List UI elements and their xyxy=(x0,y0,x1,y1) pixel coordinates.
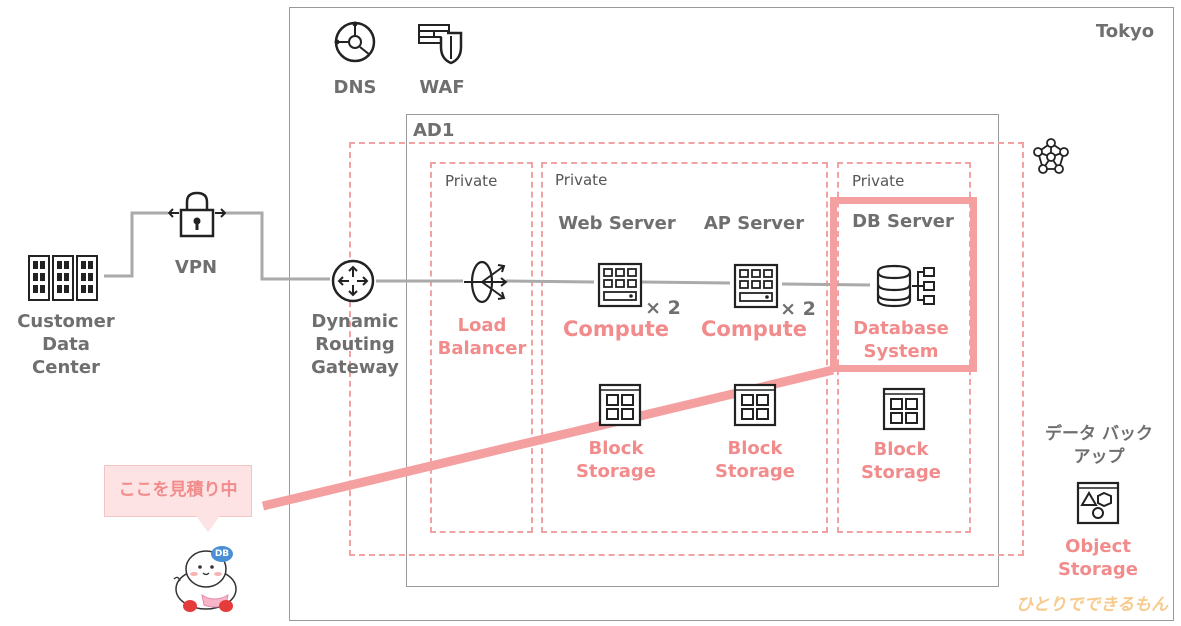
waf-icon xyxy=(417,19,465,65)
db-block-storage-label: Block Storage xyxy=(860,439,942,483)
subnet-lb-label: Private xyxy=(445,172,498,190)
datacenter-icon xyxy=(27,254,99,302)
waf-label: WAF xyxy=(419,77,465,98)
line-datacenter-vpn xyxy=(104,211,168,278)
ad-label: AD1 xyxy=(413,120,455,141)
region-tokyo xyxy=(289,7,1174,621)
callout-tail xyxy=(196,516,220,532)
datacenter-label: Customer Data Center xyxy=(17,311,115,378)
subnet-lb xyxy=(430,162,533,533)
subnet-app xyxy=(541,162,828,533)
web-compute-icon xyxy=(597,262,643,308)
load-balancer-label: Load Balancer xyxy=(437,315,527,359)
ap-compute-label: Compute xyxy=(701,317,807,341)
object-storage-icon xyxy=(1076,481,1120,525)
web-compute-label: Compute xyxy=(563,317,669,341)
mascot-badge: DB xyxy=(214,549,230,559)
router-icon xyxy=(330,258,376,304)
region-label: Tokyo xyxy=(1095,21,1155,42)
availability-domain xyxy=(406,114,999,587)
ap-server-title: AP Server xyxy=(703,213,805,234)
ap-compute-icon xyxy=(733,263,779,309)
vcn-boundary xyxy=(349,142,1024,556)
callout-text: ここを見積り中 xyxy=(118,480,238,500)
ap-block-storage-label: Block Storage xyxy=(714,438,796,482)
vpn-icon xyxy=(168,190,226,240)
web-server-title: Web Server xyxy=(558,213,676,234)
subnet-db-label: Private xyxy=(852,172,905,190)
db-highlight xyxy=(830,197,977,372)
gateway-label: Dynamic Routing Gateway xyxy=(311,311,399,378)
database-system-label: Database System xyxy=(853,318,949,362)
mascot-icon xyxy=(170,543,246,615)
watermark-text: ひとりでできるもん xyxy=(1015,595,1169,615)
line-vpn-gateway xyxy=(225,211,330,281)
ap-count: × 2 xyxy=(780,298,816,320)
ap-block-storage-icon xyxy=(733,383,777,427)
estimate-callout xyxy=(104,465,252,517)
load-balancer-icon xyxy=(462,259,508,305)
database-icon xyxy=(876,264,940,308)
object-storage-label: Object Storage xyxy=(1057,536,1139,580)
dns-label: DNS xyxy=(333,77,377,98)
db-server-title: DB Server xyxy=(852,211,954,232)
backup-title: データ バック アップ xyxy=(1045,424,1153,467)
web-count: × 2 xyxy=(645,297,681,319)
line-web-ap xyxy=(641,280,731,285)
line-ap-db xyxy=(781,282,871,287)
db-block-storage-icon xyxy=(882,387,926,431)
web-block-storage-icon xyxy=(598,383,642,427)
vcn-icon xyxy=(1031,137,1071,177)
subnet-app-label: Private xyxy=(555,171,608,189)
dns-icon xyxy=(332,19,378,65)
web-block-storage-label: Block Storage xyxy=(575,438,657,482)
line-lb-web xyxy=(505,279,595,284)
vpn-label: VPN xyxy=(174,257,218,278)
